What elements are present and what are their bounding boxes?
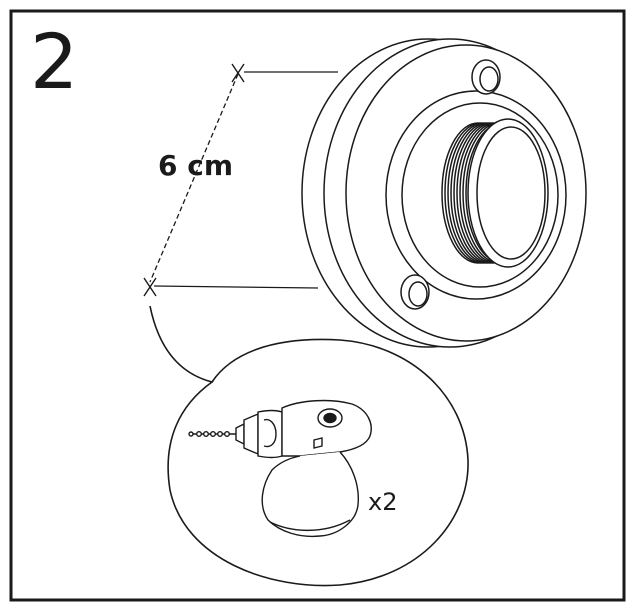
- step-number: 2: [30, 17, 78, 106]
- drill-mark-icon: [231, 63, 245, 83]
- drill-quantity-label: x2: [368, 488, 397, 516]
- lower-guide-line: [153, 285, 319, 289]
- drill-mark-icon: [143, 277, 157, 297]
- measurement-label: 6 cm: [158, 149, 233, 182]
- drill-icon: [188, 399, 372, 538]
- dashed-distance-line: [149, 73, 239, 283]
- mounting-flange-icon: [301, 38, 587, 348]
- measurement-guides: [149, 71, 338, 289]
